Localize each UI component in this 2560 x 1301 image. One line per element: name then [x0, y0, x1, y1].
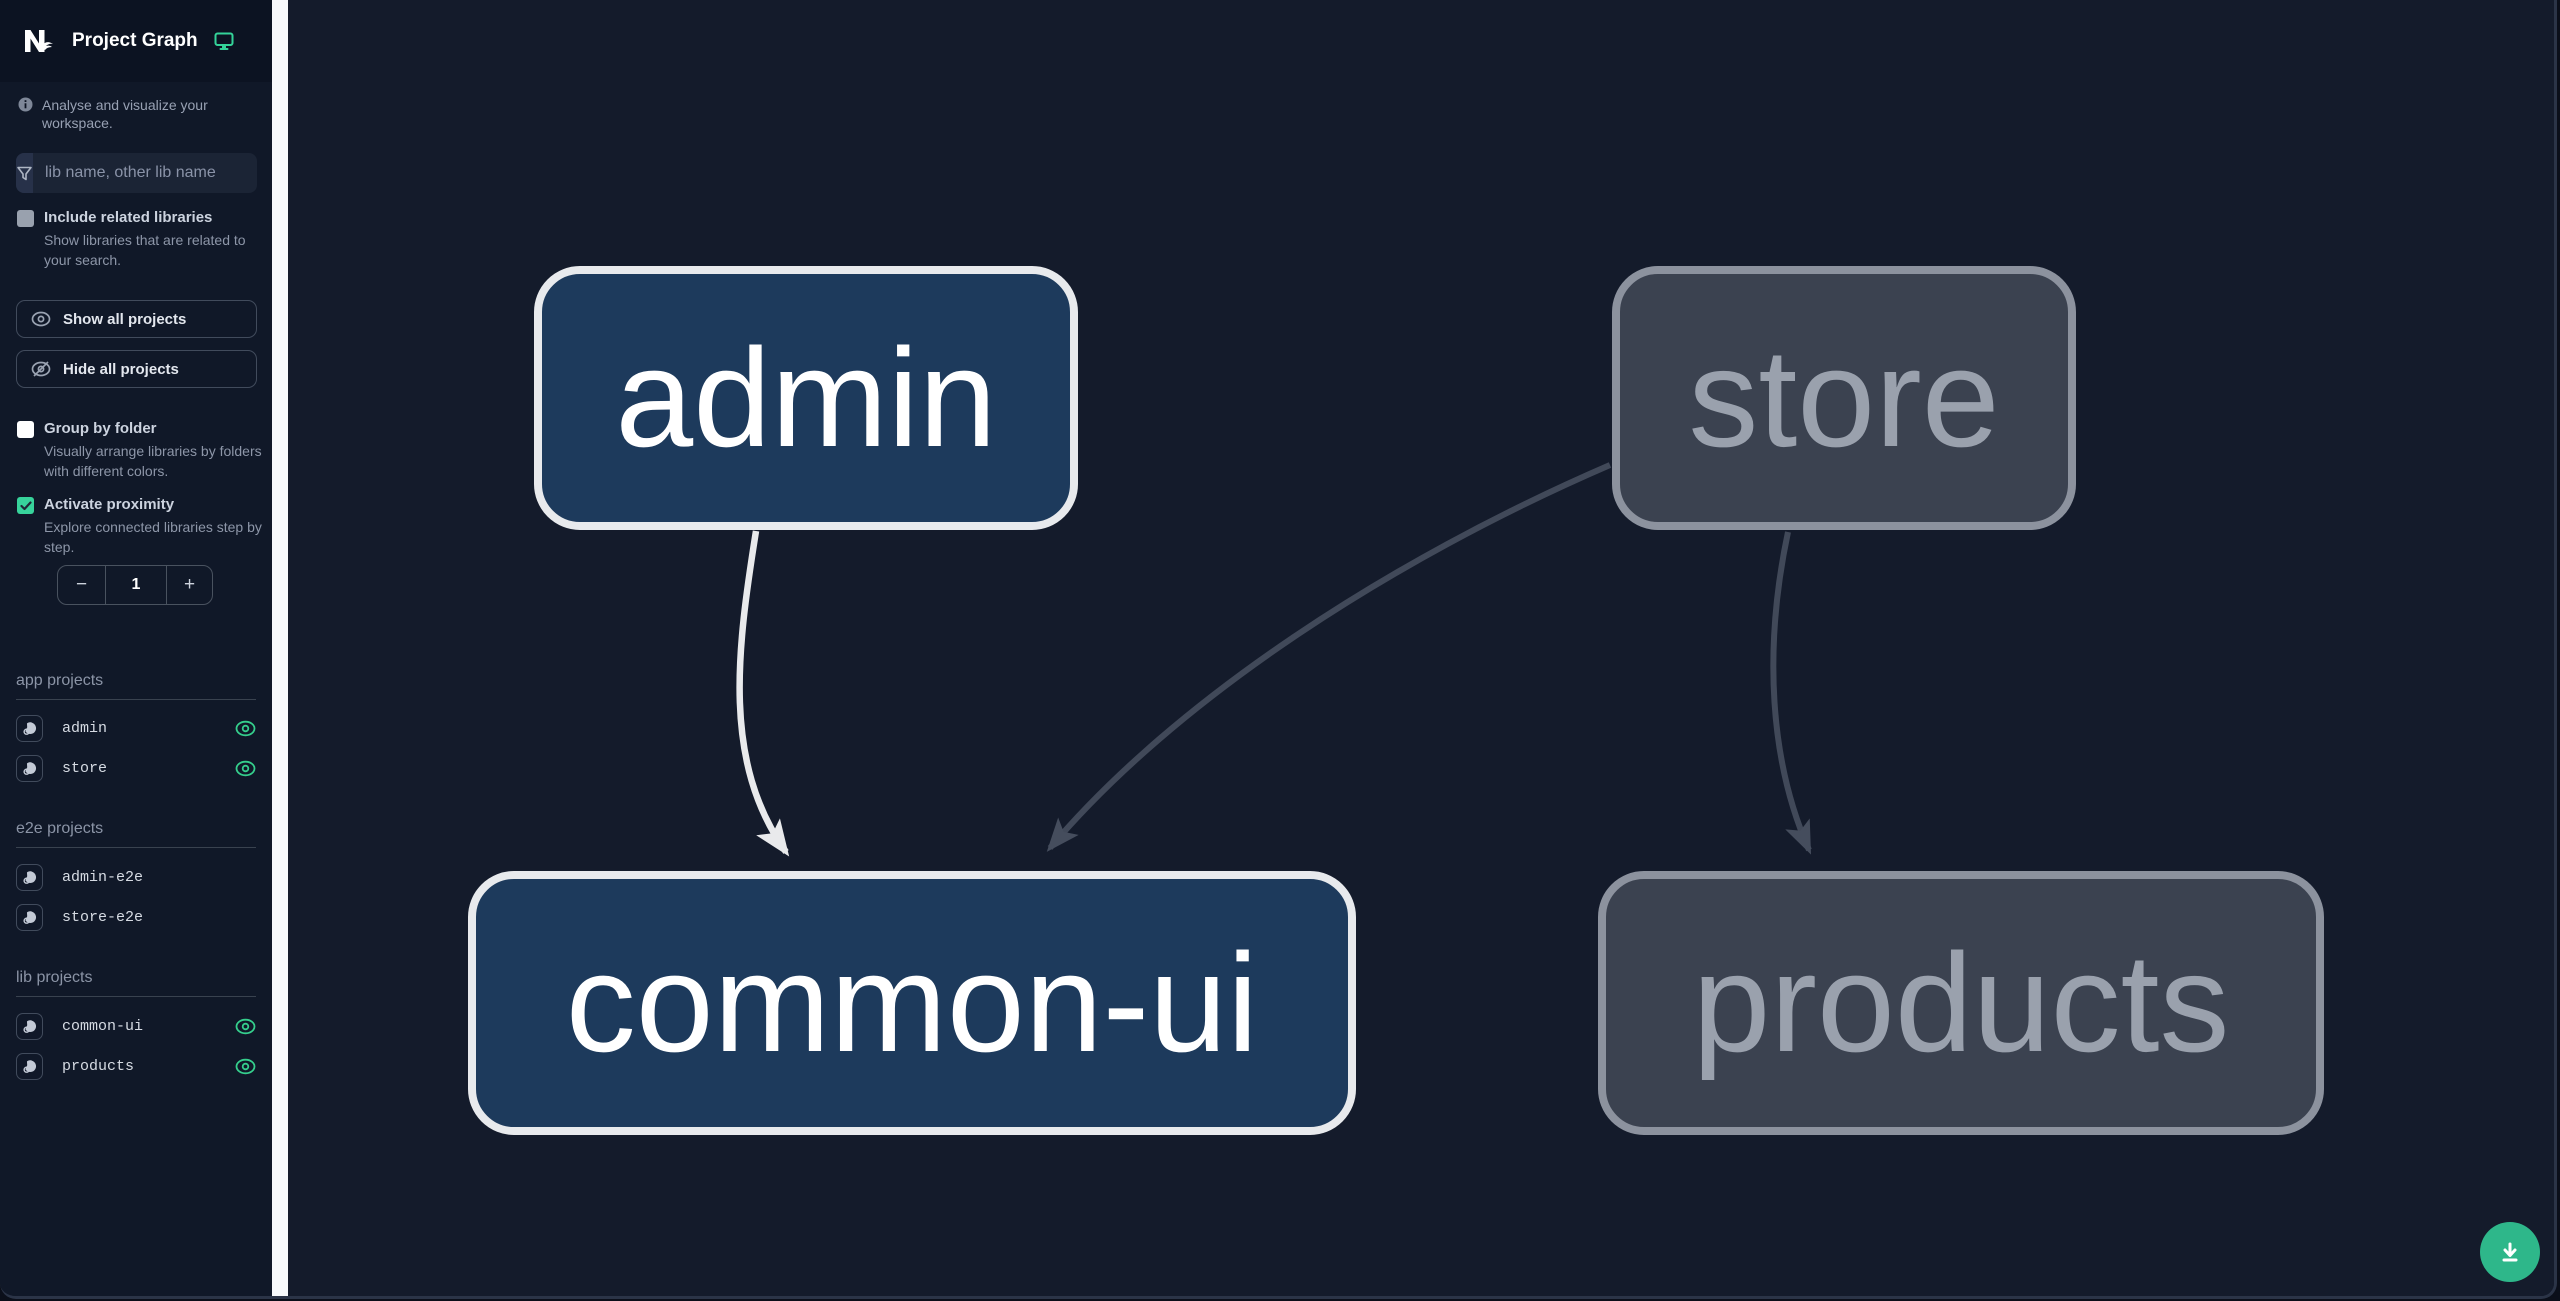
section-header-app-projects: app projects: [16, 672, 256, 700]
graph-node-store[interactable]: store: [1612, 266, 2076, 530]
workspace-tagline: Analyse and visualize your workspace.: [0, 96, 272, 132]
include-related-checkbox[interactable]: [17, 210, 34, 227]
graph-node-admin[interactable]: admin: [534, 266, 1078, 530]
proximity-increment-button[interactable]: +: [166, 566, 212, 604]
info-icon: [18, 97, 33, 112]
graph-node-products[interactable]: products: [1598, 871, 2324, 1135]
activate-proximity-checkbox[interactable]: [17, 497, 34, 514]
hide-all-projects-button[interactable]: Hide all projects: [16, 350, 257, 388]
include-related-label: Include related libraries: [44, 209, 213, 226]
focus-icon: [23, 721, 37, 735]
focus-project-button[interactable]: [16, 1012, 43, 1040]
focus-icon: [23, 910, 37, 924]
focus-project-button[interactable]: [16, 863, 43, 891]
project-name: products: [62, 1057, 135, 1075]
focus-icon: [23, 1019, 37, 1033]
check-icon: [19, 500, 32, 510]
focus-project-button[interactable]: [16, 714, 43, 742]
node-label: admin: [615, 319, 997, 476]
filter-funnel-icon: [16, 153, 33, 193]
search-input[interactable]: [33, 153, 257, 193]
eye-icon: [31, 311, 51, 327]
eye-slash-icon: [31, 361, 51, 377]
project-filter: [16, 153, 257, 193]
monitor-icon[interactable]: [214, 32, 234, 51]
proximity-stepper: − 1 +: [57, 565, 213, 605]
eye-visible-icon: [235, 720, 256, 736]
node-label: products: [1692, 924, 2230, 1081]
project-row-store-e2e: store-e2e: [16, 897, 256, 937]
project-name: admin: [62, 719, 108, 737]
sidebar: Project Graph Analyse and visualize your…: [0, 0, 272, 1296]
focus-project-button[interactable]: [16, 903, 43, 931]
eye-visible-icon: [235, 760, 256, 776]
project-name: admin-e2e: [62, 868, 144, 886]
group-by-folder-description: Visually arrange libraries by folders wi…: [44, 443, 262, 479]
sidebar-resize-handle[interactable]: [272, 0, 288, 1296]
section-header-lib-projects: lib projects: [16, 969, 256, 997]
project-row-common-ui: common-ui: [16, 1006, 256, 1046]
project-row-admin-e2e: admin-e2e: [16, 857, 256, 897]
eye-visible-icon: [235, 1058, 256, 1074]
hide-all-projects-label: Hide all projects: [63, 360, 179, 378]
sidebar-header: Project Graph: [0, 0, 272, 82]
edge-store-to-products[interactable]: [1770, 531, 1812, 855]
tagline-text: Analyse and visualize your workspace.: [42, 97, 208, 131]
node-label: common-ui: [565, 924, 1259, 1081]
group-by-folder-label: Group by folder: [44, 420, 157, 437]
proximity-decrement-button[interactable]: −: [58, 566, 106, 604]
show-all-projects-button[interactable]: Show all projects: [16, 300, 257, 338]
download-image-button[interactable]: [2480, 1222, 2540, 1282]
project-row-products: products: [16, 1046, 256, 1086]
activate-proximity-label: Activate proximity: [44, 496, 175, 513]
project-name: store-e2e: [62, 908, 144, 926]
focus-project-button[interactable]: [16, 1052, 43, 1080]
eye-visible-icon: [235, 1018, 256, 1034]
nx-logo: [25, 30, 53, 52]
toggle-visibility-button[interactable]: [235, 760, 256, 777]
download-icon: [2502, 1242, 2518, 1262]
edge-store-to-common-ui[interactable]: [1046, 462, 1612, 852]
project-row-admin: admin: [16, 708, 256, 748]
show-all-projects-label: Show all projects: [63, 310, 187, 328]
focus-icon: [23, 870, 37, 884]
focus-icon: [23, 1059, 37, 1073]
toggle-visibility-button[interactable]: [235, 720, 256, 737]
toggle-visibility-button[interactable]: [235, 1018, 256, 1035]
graph-node-common-ui[interactable]: common-ui: [468, 871, 1356, 1135]
group-by-folder-checkbox[interactable]: [17, 421, 34, 438]
project-name: store: [62, 759, 108, 777]
project-name: common-ui: [62, 1017, 144, 1035]
focus-icon: [23, 761, 37, 775]
proximity-value: 1: [131, 576, 141, 593]
node-label: store: [1688, 319, 2000, 476]
focus-project-button[interactable]: [16, 754, 43, 782]
toggle-visibility-button[interactable]: [235, 1058, 256, 1075]
include-related-description: Show libraries that are related to your …: [44, 232, 246, 268]
app-title: Project Graph: [72, 30, 198, 51]
project-row-store: store: [16, 748, 256, 788]
edge-admin-to-common-ui[interactable]: [736, 530, 790, 857]
activate-proximity-description: Explore connected libraries step by step…: [44, 519, 262, 555]
section-header-e2e-projects: e2e projects: [16, 820, 256, 848]
